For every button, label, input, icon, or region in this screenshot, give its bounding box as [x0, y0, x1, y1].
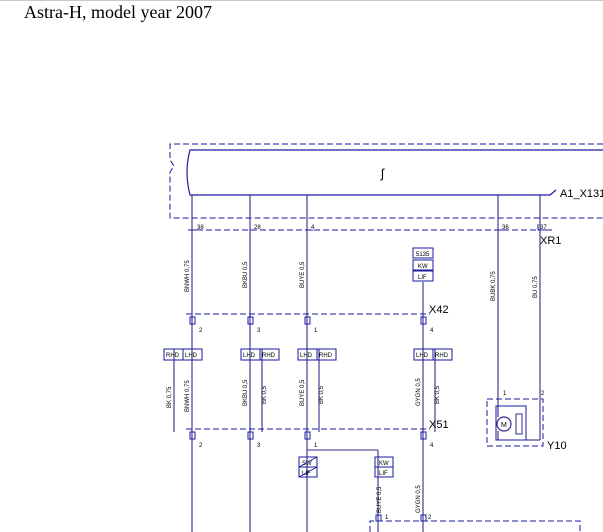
svg-text:4: 4	[430, 443, 434, 449]
x42-pin-2: 2	[189, 316, 203, 334]
option-lhd-rhd-3: LHD RHD	[297, 348, 337, 432]
wire-label-mid-6: BK 0,5	[319, 385, 325, 404]
bottom-pin-2: 2	[420, 514, 432, 522]
x51-pin-1: 1	[304, 431, 318, 449]
wire-label-upper-5: BU 0,75	[533, 276, 539, 298]
option-stack-top: 5135 KW LIF	[412, 247, 434, 282]
module-dashed-boundary	[169, 143, 603, 219]
wire-label-mid-4: BK 0,5	[262, 385, 268, 404]
x51-label: X51	[429, 419, 449, 431]
svg-text:M: M	[501, 422, 507, 429]
top-pin-28: 28	[249, 224, 261, 231]
x42-pin-3: 3	[247, 316, 261, 334]
top-pin-36: 36	[497, 224, 509, 231]
svg-text:37: 37	[540, 225, 547, 231]
wire-label-upper-4: BUBK 0,75	[491, 271, 497, 301]
svg-text:3: 3	[257, 328, 261, 334]
svg-text:1: 1	[314, 443, 318, 449]
svg-text:SW: SW	[302, 461, 312, 467]
svg-text:3: 3	[257, 443, 261, 449]
svg-text:LHD: LHD	[185, 353, 198, 359]
wire-label-upper-3: BUYE 0,5	[300, 261, 306, 288]
wire-label-mid-8: BK 0,5	[435, 385, 441, 404]
svg-text:2: 2	[541, 391, 545, 397]
top-pin-37: 37	[537, 224, 548, 231]
svg-text:36: 36	[502, 225, 509, 231]
svg-text:38: 38	[197, 225, 204, 231]
svg-text:RHD: RHD	[435, 353, 449, 359]
svg-text:28: 28	[254, 225, 261, 231]
svg-text:1: 1	[385, 515, 389, 521]
option-stack-lower: KW LIF	[374, 456, 394, 478]
svg-text:5135: 5135	[416, 252, 430, 258]
svg-text:LHD: LHD	[300, 353, 313, 359]
module-label: A1_X131	[560, 188, 603, 200]
option-lhd-rhd-4: LHD RHD	[413, 348, 453, 432]
wire-label-mid-7: GYGN 0,5	[416, 378, 422, 406]
svg-text:LHD: LHD	[243, 353, 256, 359]
x51-pin-4: 4	[420, 431, 434, 449]
svg-text:4: 4	[430, 328, 434, 334]
top-rule	[0, 0, 603, 1]
svg-text:LHD: LHD	[416, 353, 429, 359]
svg-text:RHD: RHD	[166, 353, 180, 359]
xr1-label: XR1	[540, 235, 561, 247]
svg-text:LIF: LIF	[379, 471, 388, 477]
motor-icon	[496, 416, 512, 432]
svg-text:RHD: RHD	[262, 353, 276, 359]
top-pin-38: 38	[191, 224, 204, 231]
wire-label-lower-2: GYGN 0,5	[416, 485, 422, 513]
module-box	[186, 149, 603, 196]
wire-label-mid-5: BUYE 0,5	[300, 379, 306, 406]
bottom-pin-1: 1	[375, 514, 389, 522]
svg-text:KW: KW	[418, 264, 428, 270]
svg-text:KW: KW	[379, 461, 389, 467]
top-pin-4: 4	[306, 224, 315, 231]
wire-label-mid-3: BKBU 0,5	[243, 379, 249, 406]
svg-text:2: 2	[199, 443, 203, 449]
svg-text:1: 1	[314, 328, 318, 334]
option-sw-lif: SW LIF	[298, 456, 318, 478]
x42-label: X42	[429, 304, 449, 316]
wire-label-upper-1: BNWH 0,75	[185, 260, 191, 292]
actuator-y10: 1 2 M Y10	[486, 391, 567, 452]
option-rhd-lhd-1: RHD LHD	[163, 348, 203, 432]
svg-text:2: 2	[199, 328, 203, 334]
svg-text:4: 4	[311, 225, 315, 231]
x42-pin-4: 4	[420, 316, 434, 334]
option-lhd-rhd-2: LHD RHD	[240, 348, 280, 432]
wire-label-upper-2: BKBU 0,5	[243, 261, 249, 288]
bottom-connector-boundary	[369, 520, 581, 532]
wire-label-mid-2: BNWH 0,75	[185, 380, 191, 412]
x51-pin-2: 2	[189, 431, 203, 449]
x42-pin-1: 1	[304, 316, 318, 334]
page-title: Astra-H, model year 2007	[24, 2, 212, 22]
module-symbol: ʃ	[380, 166, 385, 181]
svg-text:2: 2	[428, 515, 432, 521]
wire-label-lower-1: BUYE 0,5	[377, 486, 383, 513]
wire-label-mid-1: BK 0,75	[167, 386, 173, 408]
svg-text:LIF: LIF	[302, 471, 311, 477]
svg-text:LIF: LIF	[418, 275, 427, 281]
svg-text:1: 1	[503, 391, 507, 397]
svg-text:Y10: Y10	[547, 440, 567, 452]
resistor-icon	[515, 413, 523, 435]
x51-pin-3: 3	[247, 431, 261, 449]
svg-text:RHD: RHD	[319, 353, 333, 359]
